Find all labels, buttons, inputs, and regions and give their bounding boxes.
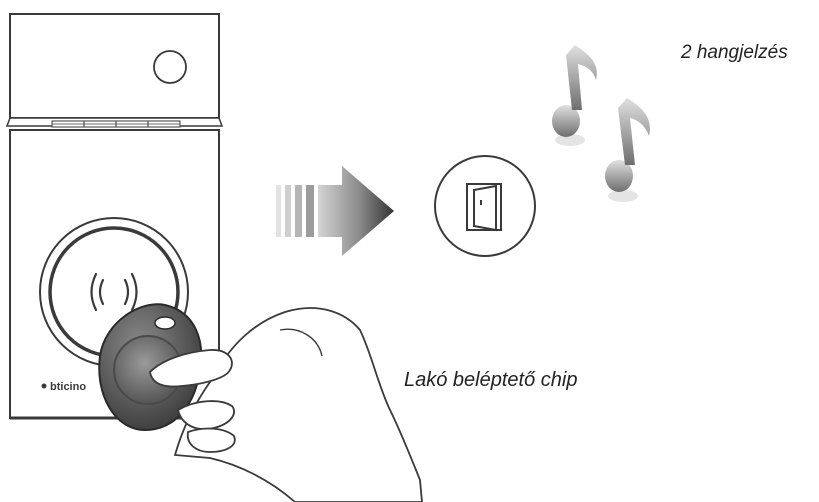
beep-count-label: 2 hangjelzés (681, 42, 788, 64)
hand-with-chip (99, 304, 422, 502)
camera-lens (154, 51, 186, 83)
music-note-icon (552, 45, 597, 146)
resident-chip-label: Lakó beléptető chip (404, 369, 577, 392)
brand-logo: bticino (50, 381, 86, 393)
door-icon (435, 156, 535, 256)
music-note-icon (605, 98, 650, 202)
gradient-arrow-icon (276, 166, 394, 256)
brand-dot (42, 384, 47, 389)
